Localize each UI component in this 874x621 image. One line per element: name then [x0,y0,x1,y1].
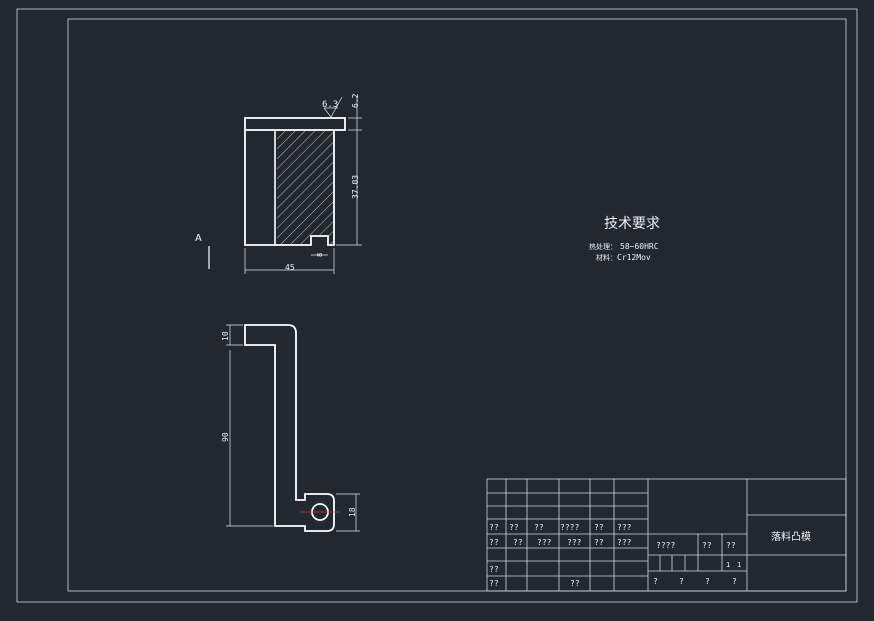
material-label: 材料： [596,253,617,262]
tb-cell: ?? [489,523,499,532]
tb-cell: ? [705,577,710,586]
tb-cell: ? [732,577,737,586]
tb-cell: ?? [509,523,519,532]
tb-cell: ? [679,577,684,586]
tb-cell: ?? [489,579,499,588]
roughness-symbol [323,96,343,118]
scale-right: 1 [737,561,741,569]
tb-cell: ?? [594,523,604,532]
tb-cell: ?? [513,538,523,547]
heat-treatment-label: 热处理： [589,242,617,251]
tb-cell: ??? [567,538,582,547]
tb-cell: ?? [702,541,712,550]
title-block: 落料凸模 ?? ?? ?? ???? ?? ??? ?? ?? ??? ??? … [486,478,847,592]
tech-requirements: 技术要求 热处理： 58~60HRC 材料： Cr12Mov [589,216,660,262]
tb-cell: ?? [570,579,580,588]
tech-title: 技术要求 [604,216,660,232]
scale-left: 1 [726,561,730,569]
tb-cell: ? [653,577,658,586]
title-block-frame [486,478,847,592]
tb-cell: ??? [537,538,552,547]
flange-outline [244,117,346,131]
flange-height-label: 6.2 [351,93,360,108]
tb-cell: ?? [489,565,499,574]
tb-cell: ?? [726,541,736,550]
tb-cell: ?? [534,523,544,532]
tb-cell: ??? [617,523,632,532]
section-hatch [277,131,333,244]
top-view: 6.3 6.2 37.03 8 45 [244,93,362,274]
side-outline [244,324,335,532]
section-label: A [195,233,202,244]
body-height-label: 37.03 [351,175,360,199]
height-label: 90 [221,432,230,442]
width-label: 45 [285,263,295,272]
slot-width-label: 8 [316,253,324,257]
tb-cell: ??? [617,538,632,547]
section-marker: A [195,233,210,269]
body-outline [244,130,335,246]
heat-treatment-value: 58~60HRC [620,242,659,251]
material-value: Cr12Mov [617,253,651,262]
eye-height-label: 18 [348,507,357,517]
side-view: 10 90 18 [221,324,360,532]
tb-cell: ???? [656,541,675,550]
part-name: 落料凸模 [771,530,811,543]
inner-frame [67,18,847,592]
roughness-value: 6.3 [322,100,338,110]
tb-cell: ???? [560,523,579,532]
tb-cell: ?? [489,538,499,547]
top-thickness-label: 10 [221,331,230,341]
tb-cell: ?? [594,538,604,547]
outer-border [16,8,858,603]
